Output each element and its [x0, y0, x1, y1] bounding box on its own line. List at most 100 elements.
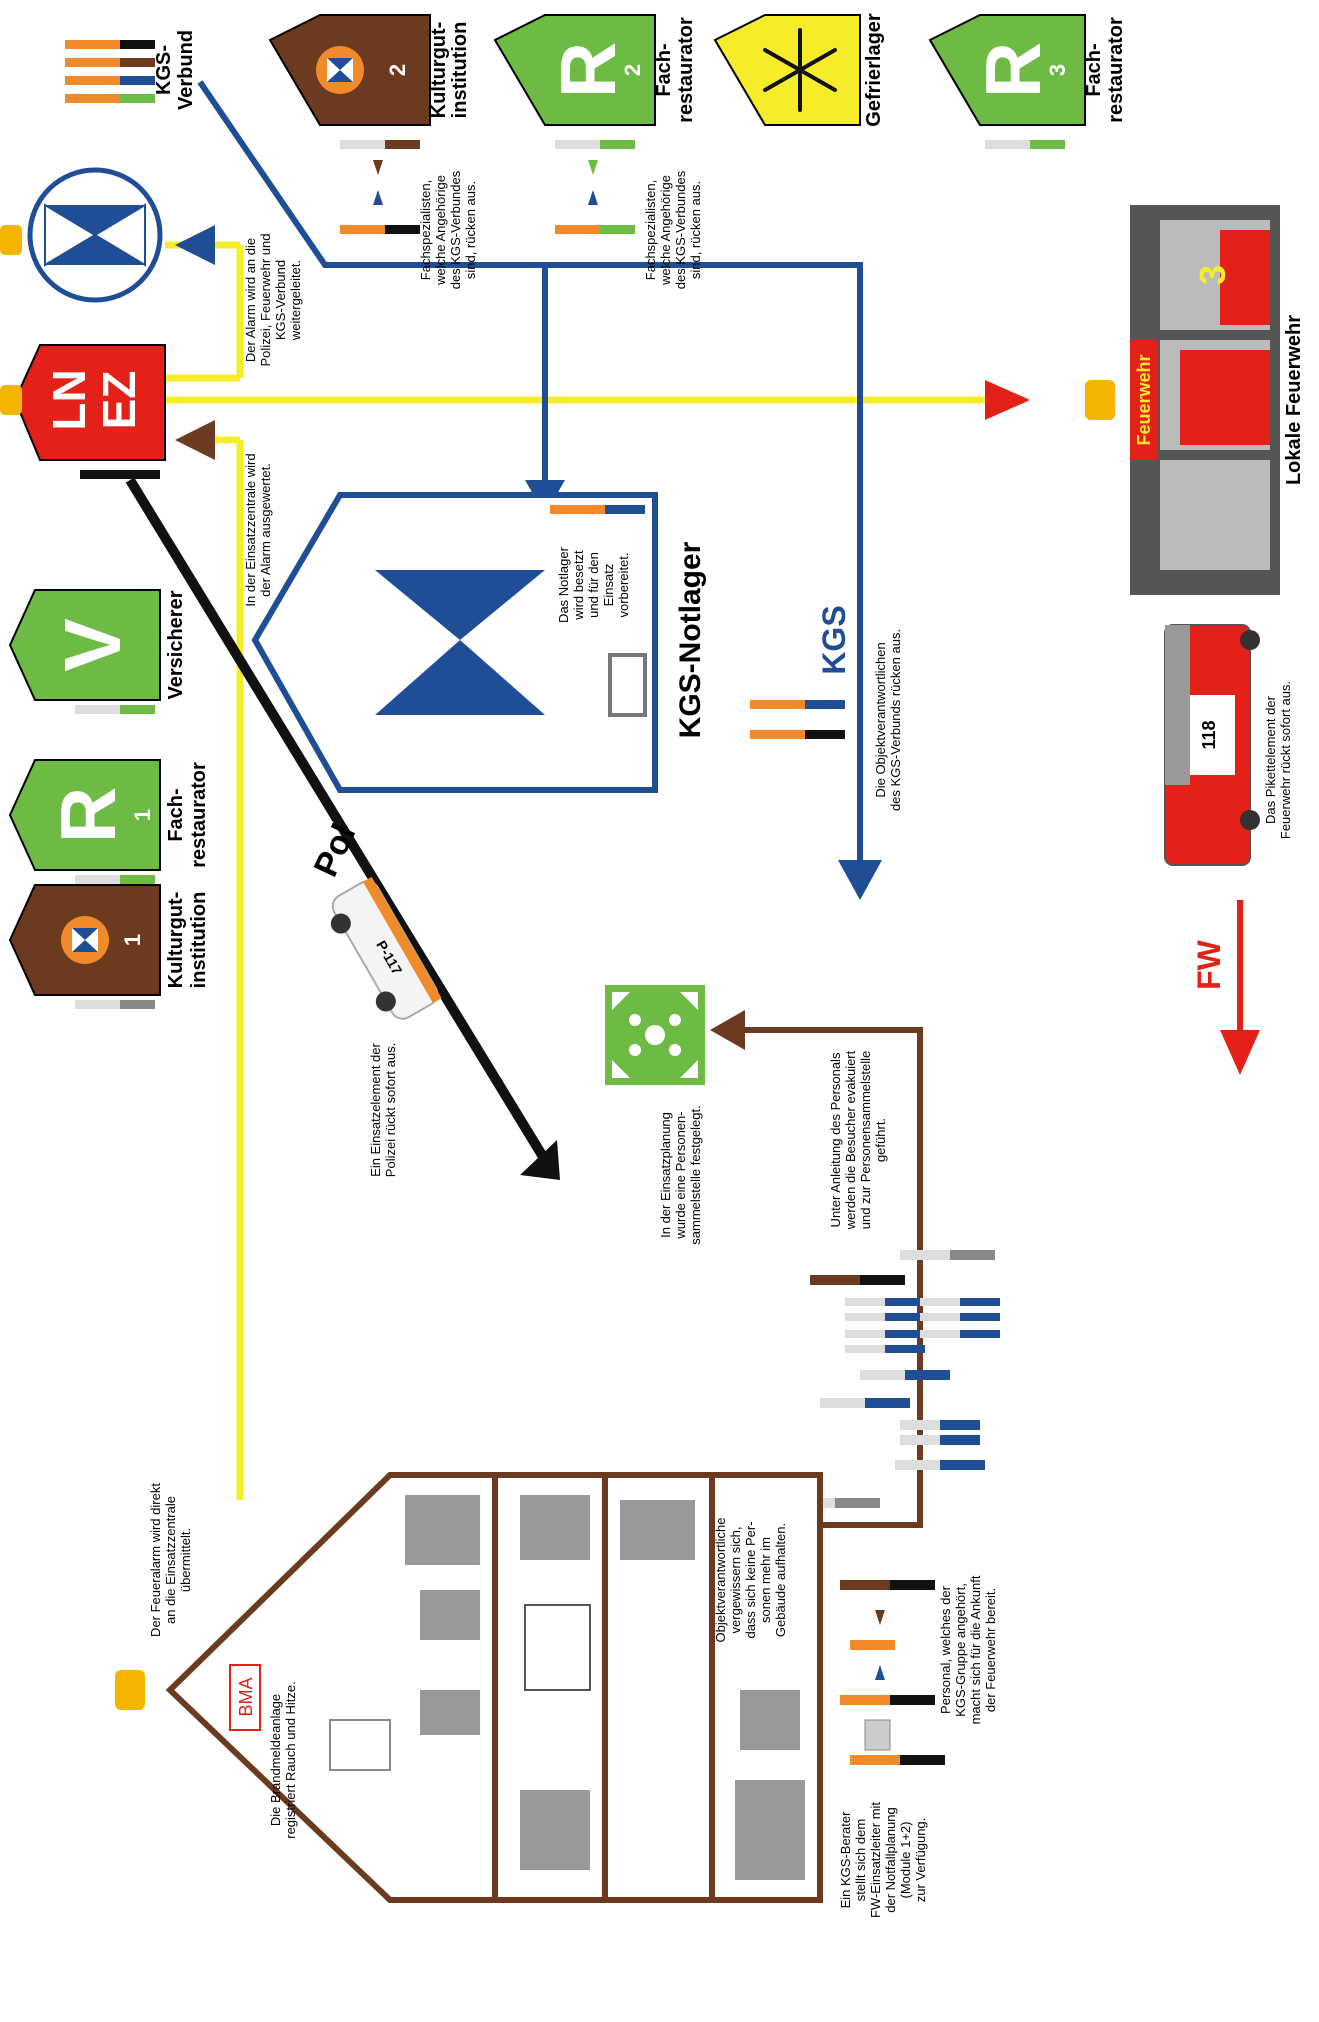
personal-text: Personal, welches der KGS-Gruppe angehör… [938, 1575, 998, 1724]
evacuating-visitors-icons [790, 1250, 1000, 1508]
texts-alarm_weiter-3: weitergeleitet. [288, 260, 303, 341]
blue-arrowhead-to-kgs [175, 225, 215, 265]
texts-objekt_text-4: Gebäude aufhalten. [773, 1523, 788, 1637]
police-text: Ein Einsatzelement der Polizei rückt sof… [368, 1042, 398, 1177]
assembly-point-icon [605, 985, 705, 1085]
einsatzzentrale-sign: LN EZ [13, 344, 166, 461]
versicherer-sign: V Versicherer [8, 589, 187, 701]
alarm-weiter-text: Der Alarm wird an die Polizei, Feuerwehr… [243, 234, 303, 367]
fach2-label1: Fach- [653, 43, 675, 96]
texts-notlager_text-1: wird besetzt [571, 550, 586, 621]
kgs-big-label: KGS [816, 605, 852, 674]
gefrierlager-sign: Gefrierlager [713, 13, 885, 127]
lnez-line2: EZ [93, 371, 145, 430]
station-number: 3 [1192, 265, 1233, 285]
fachspez-text-2-line2: welche Angehörige [658, 175, 673, 286]
texts-bma_text-1: registriert Rauch und Hitze. [283, 1681, 298, 1839]
texts-pikett_text-0: Das Pikettelement der [1263, 695, 1278, 824]
top-people-icons [75, 140, 1065, 1009]
objektverantw-rueck-text: Die Objektverantwortlichen des KGS-Verbu… [873, 629, 903, 811]
fachspez-text-1-line3: des KGS-Verbundes [448, 170, 463, 289]
bma-box: BMA [229, 1664, 261, 1731]
texts-pikett_text-1: Feuerwehr rückt sofort aus. [1278, 681, 1293, 839]
evacuation-route-line [740, 1027, 923, 1528]
fachspez-text-2-line3: des KGS-Verbundes [673, 170, 688, 289]
kulturgut2-num: 2 [385, 64, 410, 76]
kulturgut1-label2: institution [188, 892, 210, 989]
texts-notlager_text-0: Das Notlager [556, 546, 571, 623]
texts-police_text-1: Polizei rückt sofort aus. [383, 1043, 398, 1177]
alarm-lamp-museum [115, 1670, 145, 1710]
texts-evakuiert-1: werden die Besucher evakuiert [843, 1050, 858, 1230]
fire-truck-icon [1164, 624, 1260, 866]
texts-personal_text-0: Personal, welches der [938, 1585, 953, 1714]
texts-berater_text-3: der Notfallplanung [883, 1807, 898, 1913]
fachrestaurator-3-sign: R 3 Fach- restaurator [928, 14, 1127, 126]
fach1-label1: Fach- [165, 788, 187, 841]
texts-berater_text-0: Ein KGS-Berater [838, 1811, 853, 1908]
notlager-text: Das Notlager wird besetzt und für den Ei… [556, 546, 631, 623]
texts-sammel_text-1: wurde eine Personen- [673, 1111, 688, 1239]
fw-big-label: FW [1191, 939, 1227, 990]
texts-bma_text-0: Die Brandmeldeanlage [268, 1694, 283, 1826]
fachspez-text: Fachspezialisten, welche Angehörige des … [418, 170, 703, 289]
alarm-lamp-kgs [0, 225, 22, 255]
fach2-num: 2 [620, 64, 645, 76]
bma-text: Die Brandmeldeanlage registriert Rauch u… [268, 1681, 298, 1839]
police-arrow-line [125, 477, 550, 1163]
kulturgut2-label1: Kulturgut- [428, 22, 450, 119]
kulturgut2-label2: institution [449, 22, 471, 119]
fachspez-text-1-line1: Fachspezialisten, [418, 180, 433, 280]
blue-arrowhead-kgs-down [838, 860, 882, 900]
red-arrow-to-feuerwehr [985, 380, 1030, 420]
texts-personal_text-2: macht sich für die Ankunft [968, 1575, 983, 1724]
fachspez-text-1-line4: sind, rücken aus. [463, 181, 478, 279]
police-car-icon [330, 876, 442, 1020]
bma-label: BMA [236, 1677, 256, 1716]
texts-evakuiert-0: Unter Anleitung des Personals [828, 1052, 843, 1227]
texts-evakuiert-3: geführt. [873, 1118, 888, 1162]
kgs-circle-sign [27, 167, 163, 303]
kgs-verbund-label-1: KGS- [153, 45, 175, 95]
texts-alarm_ausgewertet-0: In der Einsatzzentrale wird [243, 453, 258, 606]
texts-objekt_text-3: sonen mehr im [758, 1537, 773, 1623]
texts-alarm_weiter-0: Der Alarm wird an die [243, 238, 258, 362]
texts-sammel_text-0: In der Einsatzplanung [658, 1112, 673, 1238]
texts-personal_text-1: KGS-Gruppe angehört, [953, 1583, 968, 1717]
truck-number: 118 [1199, 720, 1219, 749]
texts-objekt_text-0: Objektverantwortliche [713, 1518, 728, 1643]
fach1-label2: restaurator [188, 762, 210, 868]
texts-notlager_text-4: vorbereitet. [616, 552, 631, 617]
sammel-text: In der Einsatzplanung wurde eine Persone… [658, 1105, 703, 1244]
fachspez-text-2-line1: Fachspezialisten, [643, 180, 658, 280]
notlager-title: KGS-Notlager [674, 541, 707, 738]
fach2-label2: restaurator [675, 17, 697, 123]
fachspez-text-1-line2: welche Angehörige [433, 175, 448, 286]
texts-berater_text-4: (Module 1+2) [898, 1822, 913, 1899]
museum-building [165, 1472, 823, 1903]
fach1-letter: R [44, 787, 132, 843]
texts-objektverantw_rueck-0: Die Objektverantwortlichen [873, 642, 888, 797]
evacuation-arrowhead [710, 1010, 745, 1050]
texts-alarm_weiter-2: KGS-Verbund [273, 260, 288, 340]
texts-police_text-0: Ein Einsatzelement der [368, 1042, 383, 1176]
kulturgut1-num: 1 [120, 934, 145, 946]
fach3-label2: restaurator [1105, 17, 1127, 123]
texts-feueralarm-2: übermittelt. [178, 1528, 193, 1592]
berater-text: Ein KGS-Berater stellt sich dem FW-Einsa… [838, 1802, 928, 1918]
texts-objekt_text-2: dass sich keine Per- [743, 1521, 758, 1638]
feuerwehr-sign: Feuerwehr [1134, 354, 1154, 445]
kulturgut1-label1: Kulturgut- [165, 892, 187, 989]
fach3-label1: Fach- [1083, 43, 1105, 96]
texts-sammel_text-2: sammelstelle festgelegt. [688, 1105, 703, 1244]
texts-alarm_weiter-1: Polizei, Feuerwehr und [258, 234, 273, 367]
fach2-letter: R [544, 42, 632, 98]
texts-objekt_text-1: vergewissern sich, [728, 1527, 743, 1634]
lokale-feuerwehr-label: Lokale Feuerwehr [1283, 315, 1305, 485]
feueralarm-text: Der Feueralarm wird direkt an die Einsat… [148, 1483, 193, 1637]
alarm-ausgewertet-text: In der Einsatzzentrale wird der Alarm au… [243, 453, 273, 606]
brown-arrowhead-to-lnez [175, 420, 215, 460]
versicherer-label: Versicherer [165, 590, 187, 699]
fachrestaurator-2-sign: R 2 Fach- restaurator [493, 14, 697, 126]
blue-kgs-lines [197, 80, 863, 870]
